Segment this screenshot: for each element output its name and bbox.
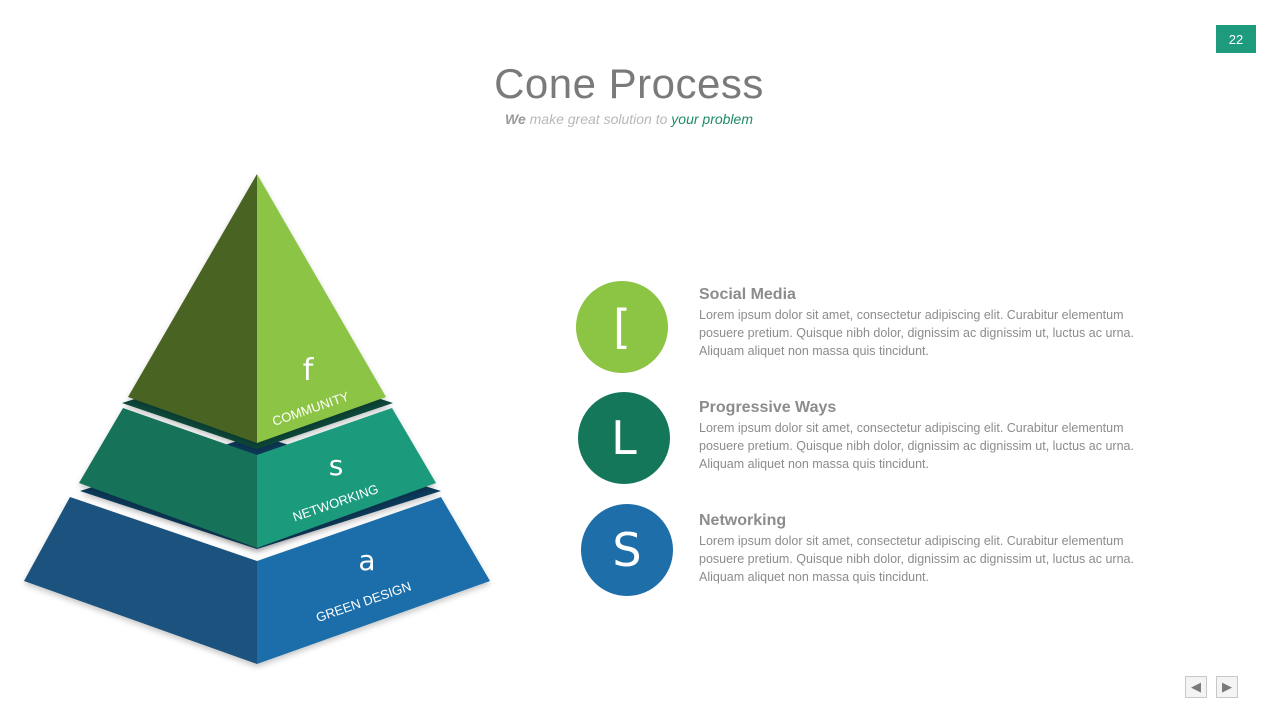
item-text-line: Lorem ipsum dolor sit amet, consectetur … — [699, 308, 1124, 322]
level-3-right-face — [257, 497, 490, 664]
level-1-right-face — [257, 174, 386, 443]
triangle-left-icon: ◀ — [1191, 679, 1201, 695]
facebook-icon: f — [303, 353, 315, 388]
item-icon-glyph: S — [612, 523, 642, 577]
subtitle-we: We — [505, 111, 526, 127]
item-text-line: posuere pretium. Quisque nibh dolor, dig… — [699, 439, 1134, 453]
item-text-networking: Lorem ipsum dolor sit amet, consectetur … — [699, 532, 1179, 586]
l-letter-icon: L — [578, 392, 670, 484]
level-2-left-face — [79, 408, 257, 548]
subtitle-middle: make great solution to — [525, 111, 672, 127]
item-text-line: Aliquam aliquet non massa quis tincidunt… — [699, 457, 929, 471]
item-text-line: posuere pretium. Quisque nibh dolor, dig… — [699, 552, 1134, 566]
item-text-line: Lorem ipsum dolor sit amet, consectetur … — [699, 421, 1124, 435]
slide-title: Cone Process — [494, 60, 764, 107]
slide-number-badge: 22 — [1216, 25, 1256, 53]
level-2-right-face — [257, 408, 436, 548]
item-title-networking: Networking — [699, 512, 787, 529]
item-text-line: Aliquam aliquet non massa quis tincidunt… — [699, 344, 929, 358]
skype-icon: s — [329, 449, 344, 482]
cone-pyramid: f COMMUNITY s NETWORKING a GREEN DESIGN — [0, 0, 520, 700]
slide-subtitle: We make great solution to your problem — [0, 111, 1258, 127]
item-title-progressive-ways: Progressive Ways — [699, 399, 837, 416]
item-text-progressive-ways: Lorem ipsum dolor sit amet, consectetur … — [699, 419, 1179, 473]
slide-number: 22 — [1228, 31, 1244, 47]
item-icon-glyph: L — [611, 411, 637, 465]
bracket-icon: [ — [576, 281, 668, 373]
triangle-right-icon: ▶ — [1222, 679, 1232, 695]
item-icon-glyph: [ — [613, 300, 631, 354]
amazon-icon: a — [358, 544, 375, 577]
next-slide-button[interactable]: ▶ — [1216, 676, 1238, 698]
subtitle-accent: your problem — [671, 111, 753, 127]
item-text-line: Aliquam aliquet non massa quis tincidunt… — [699, 570, 929, 584]
pyramid-level-community — [128, 174, 386, 443]
item-title-social-media: Social Media — [699, 286, 796, 303]
level-1-left-face — [128, 174, 257, 443]
item-text-line: posuere pretium. Quisque nibh dolor, dig… — [699, 326, 1134, 340]
item-text-social-media: Lorem ipsum dolor sit amet, consectetur … — [699, 306, 1179, 360]
prev-slide-button[interactable]: ◀ — [1185, 676, 1207, 698]
item-text-line: Lorem ipsum dolor sit amet, consectetur … — [699, 534, 1124, 548]
level-3-left-face — [24, 497, 257, 664]
s-letter-icon: S — [581, 504, 673, 596]
